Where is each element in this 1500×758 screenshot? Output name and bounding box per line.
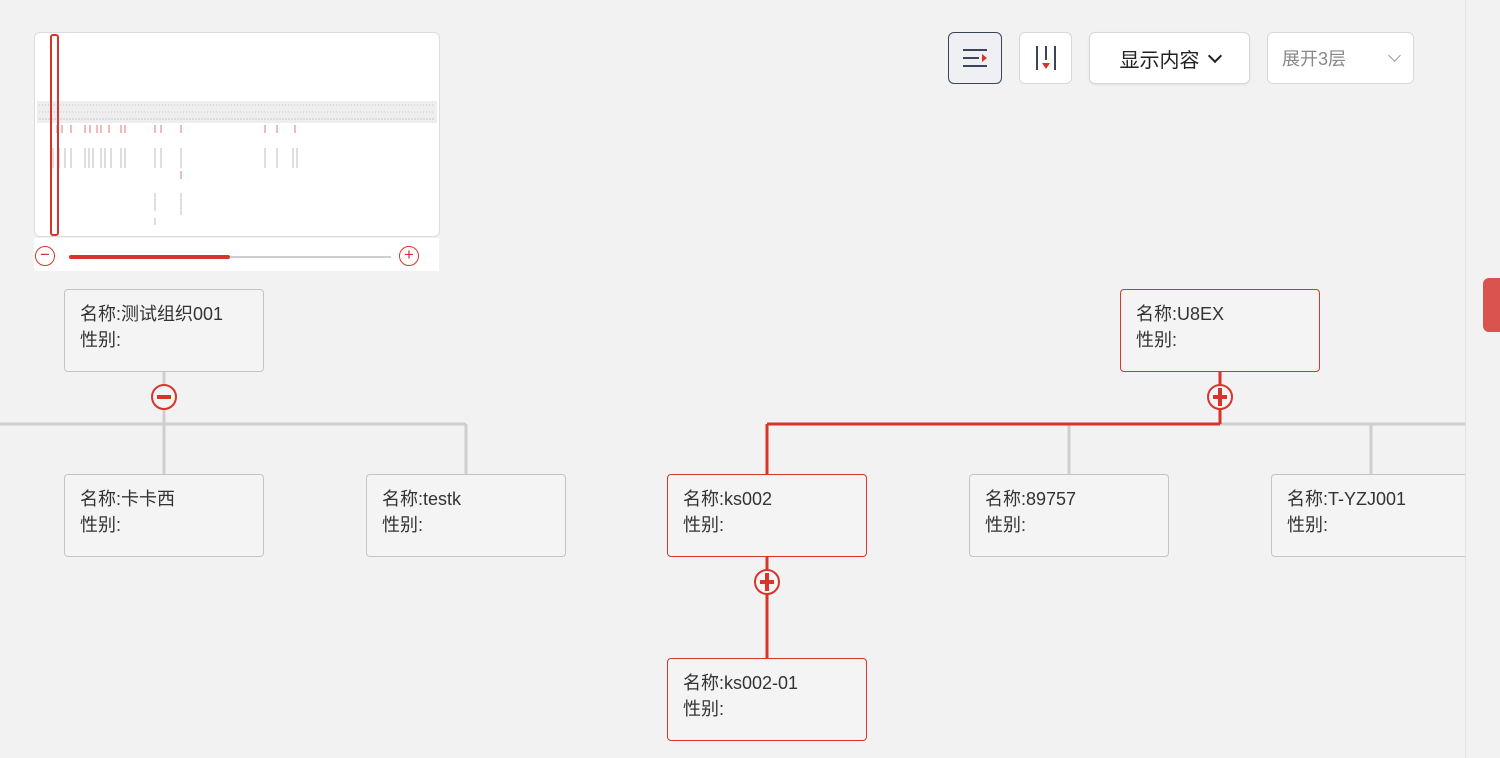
- expand-toggle-icon[interactable]: [1207, 384, 1233, 410]
- tree-node-root-right[interactable]: 名称:U8EX 性别:: [1120, 289, 1320, 372]
- node-name: 名称:T-YZJ001: [1287, 489, 1407, 509]
- tree-node[interactable]: 名称:89757 性别:: [969, 474, 1169, 557]
- chevron-down-icon: [1207, 48, 1222, 63]
- tree-node[interactable]: 名称:ks002 性别:: [667, 474, 867, 557]
- node-gender: 性别:: [80, 515, 122, 535]
- display-content-label: 显示内容: [1119, 49, 1200, 72]
- collapse-toggle-icon[interactable]: [151, 384, 177, 410]
- minimap-preview: [37, 101, 437, 225]
- side-panel-handle[interactable]: [1483, 278, 1500, 332]
- node-gender: 性别:: [683, 515, 725, 535]
- minimap-viewport[interactable]: [50, 34, 59, 236]
- chevron-down-icon: [1388, 49, 1401, 62]
- node-gender: 性别:: [382, 515, 424, 535]
- node-gender: 性别:: [683, 699, 725, 719]
- zoom-in-icon[interactable]: +: [399, 246, 419, 266]
- align-list-icon: [963, 49, 987, 67]
- tree-node[interactable]: 名称:ks002-01 性别:: [667, 658, 867, 741]
- zoom-slider-fill: [69, 255, 230, 259]
- tree-node[interactable]: 名称:T-YZJ001 性别:: [1271, 474, 1465, 557]
- expand-levels-select[interactable]: 展开3层: [1267, 32, 1414, 84]
- expand-toggle-icon[interactable]: [754, 569, 780, 595]
- zoom-out-icon[interactable]: −: [35, 246, 55, 266]
- node-name: 名称:卡卡西: [80, 489, 176, 509]
- node-name: 名称:U8EX: [1136, 304, 1225, 324]
- node-name: 名称:89757: [985, 489, 1077, 509]
- tree-node[interactable]: 名称:卡卡西 性别:: [64, 474, 264, 557]
- node-name: 名称:ks002-01: [683, 673, 799, 693]
- node-gender: 性别:: [1287, 515, 1329, 535]
- org-chart-canvas[interactable]: 名称:测试组织001 性别: 名称:卡卡西 性别: 名称:testk 性别: 名…: [0, 0, 1465, 758]
- minimap[interactable]: [34, 32, 440, 237]
- side-panel-rail: [1465, 0, 1500, 758]
- node-name: 名称:testk: [382, 489, 462, 509]
- align-list-button[interactable]: [948, 32, 1002, 84]
- zoom-control: − +: [34, 238, 439, 271]
- columns-button[interactable]: [1019, 32, 1072, 84]
- node-name: 名称:ks002: [683, 489, 773, 509]
- columns-icon: [1035, 46, 1056, 70]
- tree-node-root-left[interactable]: 名称:测试组织001 性别:: [64, 289, 264, 372]
- expand-levels-value: 展开3层: [1282, 49, 1347, 69]
- node-gender: 性别:: [1136, 330, 1178, 350]
- display-content-dropdown[interactable]: 显示内容: [1089, 32, 1250, 84]
- node-gender: 性别:: [985, 515, 1027, 535]
- zoom-slider[interactable]: [69, 255, 391, 259]
- node-gender: 性别:: [80, 330, 122, 350]
- tree-node[interactable]: 名称:testk 性别:: [366, 474, 566, 557]
- node-name: 名称:测试组织001: [80, 304, 224, 324]
